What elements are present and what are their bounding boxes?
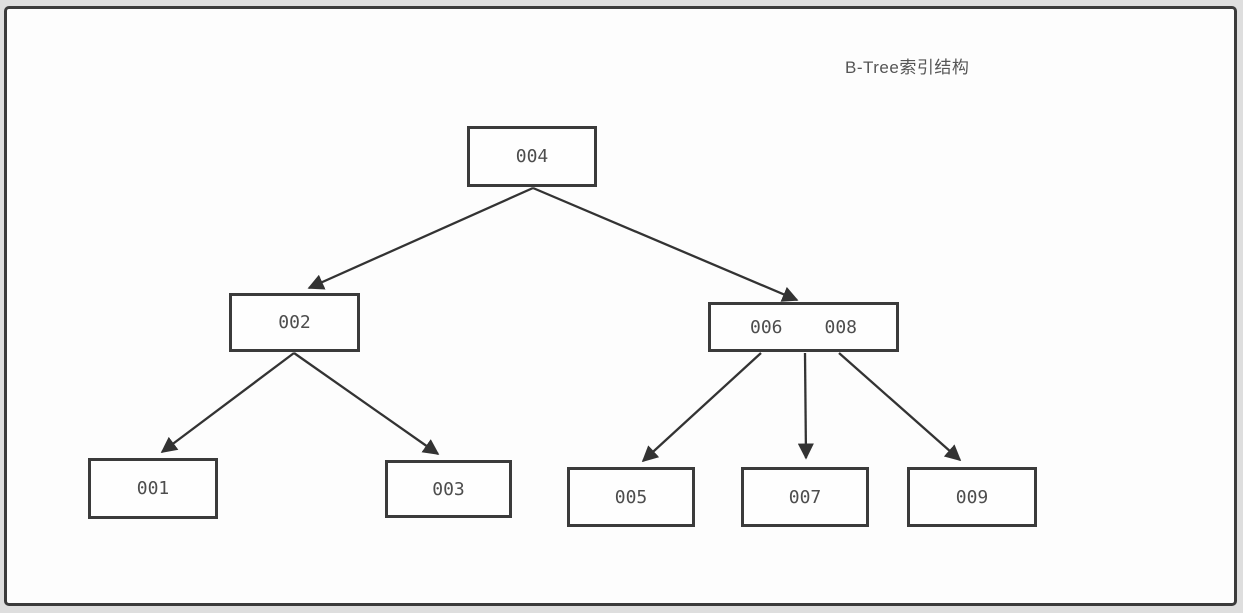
node-key: 006: [749, 316, 783, 338]
node-key: 002: [278, 312, 311, 333]
edge-006008-005: [641, 352, 762, 463]
edge-002-003: [293, 352, 440, 455]
node-key: 009: [955, 486, 989, 508]
node-key: 004: [515, 146, 549, 167]
tree-node-leaf-001: 001: [88, 458, 218, 519]
node-key: 005: [614, 486, 648, 508]
node-key: 003: [432, 478, 465, 500]
tree-node-leaf-003: 003: [385, 460, 512, 518]
tree-node-root: 004: [467, 126, 597, 187]
tree-node-leaf-007: 007: [741, 467, 869, 527]
node-key: 008: [824, 316, 858, 338]
edge-006008-007: [797, 352, 814, 460]
edge-004-006008: [532, 186, 799, 302]
diagram-title: B-Tree索引结构: [845, 58, 970, 77]
edge-002-001: [160, 352, 295, 453]
tree-node-leaf-005: 005: [567, 467, 695, 527]
tree-node-internal-right: 006 008: [708, 302, 899, 352]
tree-node-leaf-009: 009: [907, 467, 1037, 527]
tree-node-internal-left: 002: [229, 293, 360, 352]
edge-006008-009: [838, 352, 962, 462]
edge-004-002: [307, 186, 534, 290]
node-key: 001: [136, 478, 170, 499]
node-key: 007: [788, 486, 822, 508]
